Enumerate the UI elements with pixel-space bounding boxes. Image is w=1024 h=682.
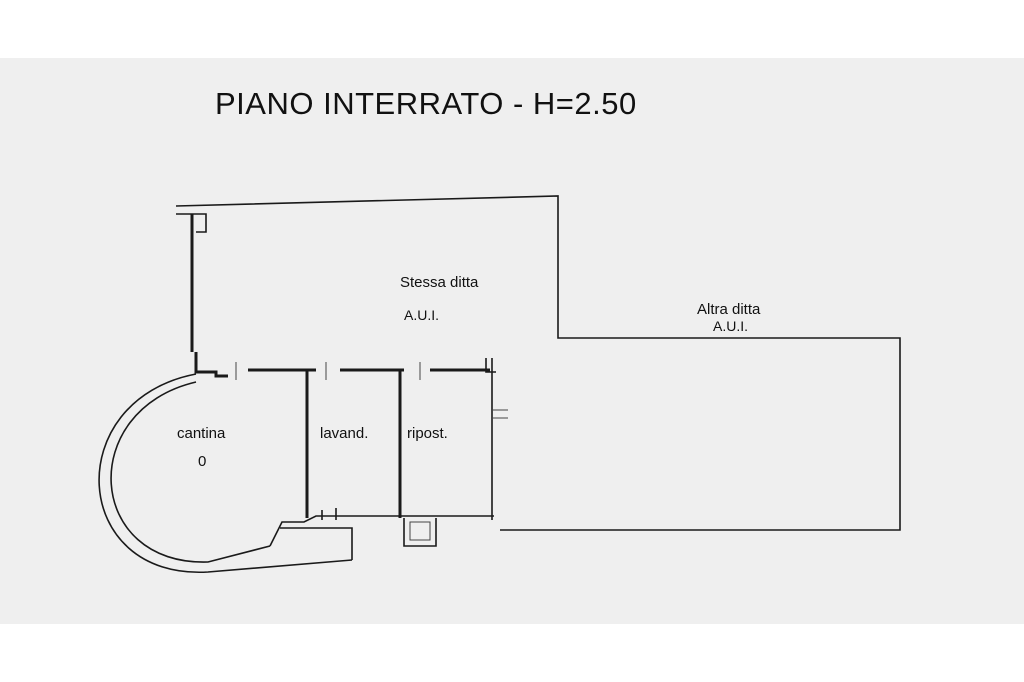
- partitions: [305, 370, 437, 547]
- cantina-curve-outer: [98, 373, 353, 573]
- wall-top: [175, 195, 901, 531]
- label-ripostiglio: ripost.: [407, 425, 448, 442]
- plan-title: PIANO INTERRATO - H=2.50: [215, 86, 637, 121]
- internal-wall: [194, 352, 490, 380]
- ripost-step-inner: [409, 521, 431, 541]
- door-small: [321, 508, 337, 520]
- wall-left-jamb: [176, 213, 207, 233]
- label-stessa-ditta: Stessa ditta: [400, 274, 479, 291]
- label-cantina: cantina: [177, 425, 226, 442]
- wall-rooms-top: [194, 352, 228, 378]
- label-altra-ditta: Altra ditta: [697, 301, 761, 318]
- label-altra-ditta-code: A.U.I.: [713, 318, 748, 334]
- label-cantina-mark: 0: [198, 453, 206, 470]
- label-lavanderia: lavand.: [320, 425, 368, 442]
- outer-walls: [175, 195, 901, 531]
- ripost-step: [403, 518, 437, 547]
- cantina-niche: [280, 527, 353, 560]
- cantina-bottom: [269, 515, 494, 547]
- cantina-curve-inner: [110, 381, 271, 563]
- door-ticks: [235, 362, 421, 380]
- wall-corner: [485, 358, 496, 373]
- wall-divider-jamb: [492, 409, 508, 419]
- label-stessa-ditta-code: A.U.I.: [404, 307, 439, 323]
- cantina-walls: [98, 373, 494, 573]
